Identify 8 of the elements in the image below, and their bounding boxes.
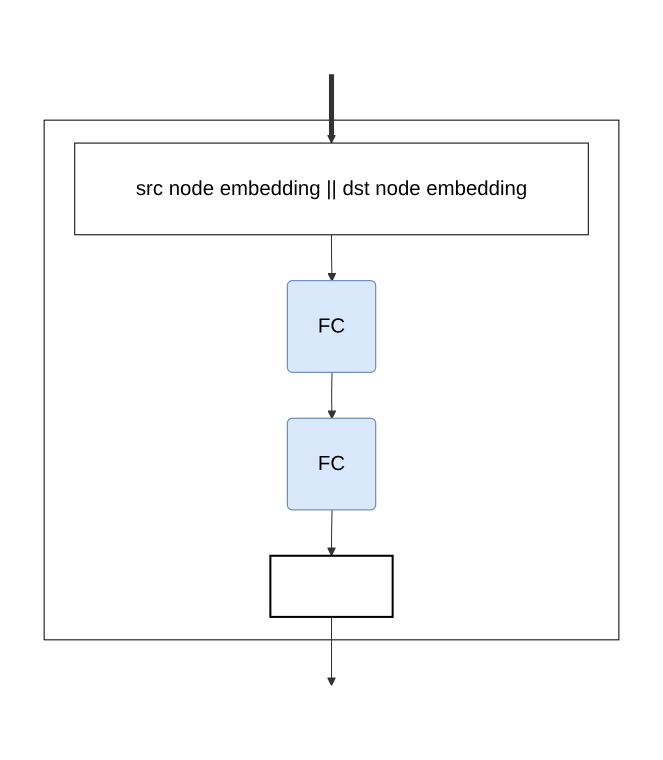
arrow — [327, 616, 336, 686]
arrow — [327, 372, 336, 420]
arrow — [327, 234, 336, 282]
arrow — [327, 510, 336, 556]
cluster — [44, 120, 620, 640]
node-box — [74, 142, 589, 236]
arrow — [327, 74, 336, 144]
node-picture — [269, 554, 394, 618]
